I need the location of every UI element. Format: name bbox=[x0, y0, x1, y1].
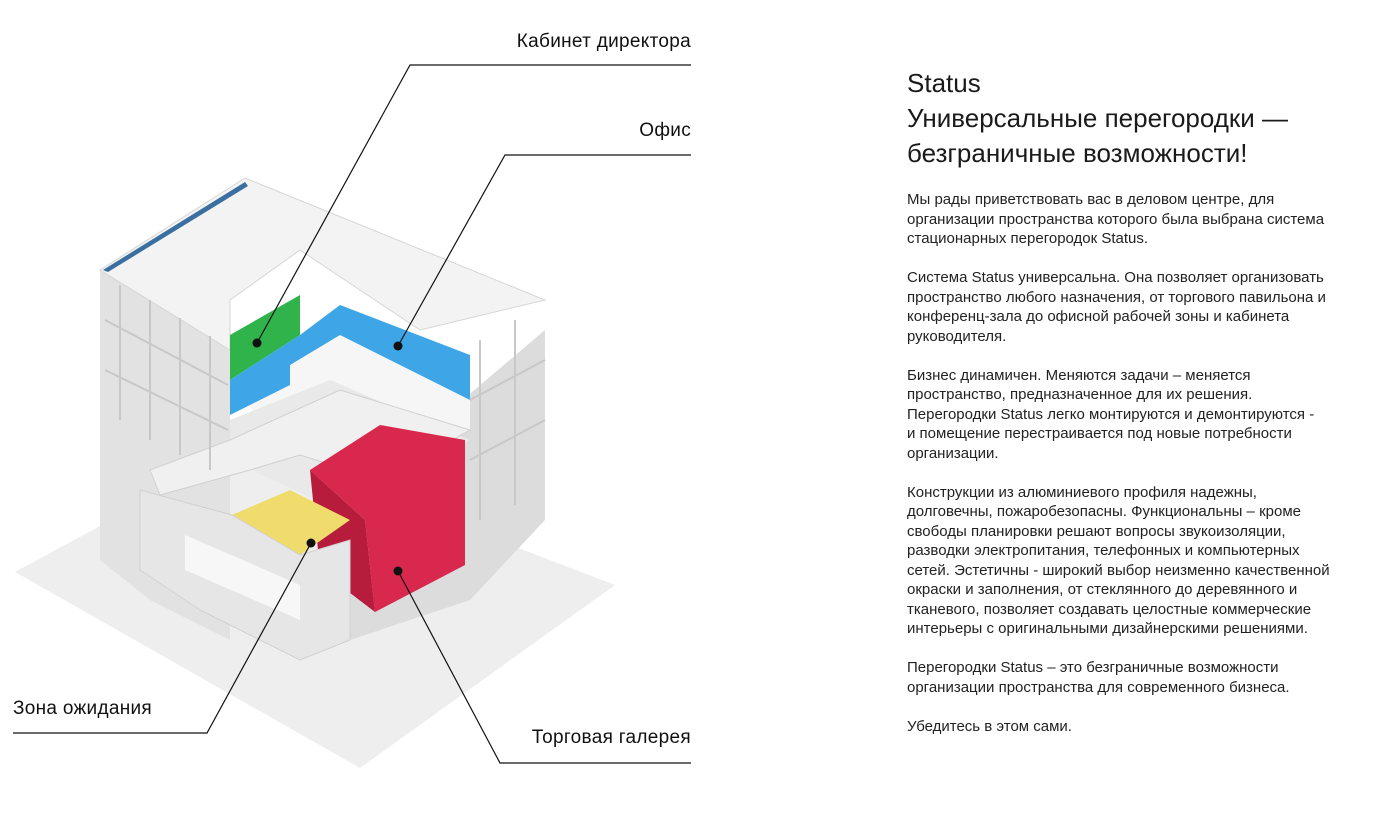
label-office: Офис bbox=[639, 120, 691, 141]
leader-trade-gallery bbox=[397, 570, 691, 764]
paragraph-line: стационарных перегородок Status. bbox=[907, 230, 1149, 247]
paragraph-line: окраски и заполнения, от стеклянного до … bbox=[907, 581, 1298, 598]
marker-dot-waiting-zone bbox=[306, 538, 316, 548]
paragraph-line: долговечны, пожаробезопасны. Функциональ… bbox=[907, 503, 1301, 520]
marker-dot-office bbox=[393, 341, 403, 351]
paragraph-line: интерьеры с оригинальными дизайнерскими … bbox=[907, 620, 1308, 637]
paragraph-line: Конструкции из алюминиевого профиля наде… bbox=[907, 483, 1257, 501]
paragraph-line: Перегородки Status – это безграничные во… bbox=[907, 659, 1279, 676]
paragraph-line: тканевого, позволяет создавать целостные… bbox=[907, 600, 1312, 618]
paragraph-line: Бизнес динамичен. Меняются задачи – меня… bbox=[907, 366, 1251, 384]
marker-dot-director-office bbox=[252, 338, 262, 348]
paragraph-line: разводки электропитания, телефонных и ко… bbox=[907, 542, 1300, 559]
building-cutaway-illustration bbox=[13, 64, 691, 768]
leader-director-office bbox=[256, 64, 691, 344]
paragraph: Система Status универсальна. Она позволя… bbox=[907, 268, 1392, 346]
leader-waiting-zone bbox=[13, 542, 312, 734]
paragraph-line: конференц-зала до офисной рабочей зоны и… bbox=[907, 308, 1290, 325]
paragraph-line: пространство любого назначения, от торго… bbox=[907, 288, 1326, 306]
title-line: безграничные возможности! bbox=[907, 138, 1248, 168]
paragraph-line: сетей. Эстетичны - широкий выбор неизмен… bbox=[907, 561, 1330, 579]
paragraph: Перегородки Status – это безграничные во… bbox=[907, 658, 1392, 697]
title-line: Универсальные перегородки — bbox=[907, 103, 1289, 133]
paragraph-line: Система Status универсальна. Она позволя… bbox=[907, 269, 1324, 286]
leader-office bbox=[397, 154, 691, 347]
paragraph-line: свободы планировки решают вопросы звукои… bbox=[907, 522, 1286, 540]
paragraph-line: организации пространства для современног… bbox=[907, 678, 1290, 696]
paragraph-line: организации пространства которого была в… bbox=[907, 210, 1325, 228]
title-line: Status bbox=[907, 68, 981, 98]
paragraph-line: пространство, предназначенное для их реш… bbox=[907, 386, 1253, 403]
label-trade-gallery: Торговая галерея bbox=[531, 727, 691, 748]
paragraph-line: и помещение перестраивается под новые по… bbox=[907, 425, 1292, 442]
marker-dot-trade-gallery bbox=[393, 566, 403, 576]
paragraph-line: Перегородки Status легко монтируются и д… bbox=[907, 405, 1315, 423]
waiting-zone bbox=[232, 490, 350, 555]
paragraph: Мы рады приветствовать вас в деловом цен… bbox=[907, 190, 1392, 249]
paragraph-line: Мы рады приветствовать вас в деловом цен… bbox=[907, 191, 1275, 208]
trade-gallery-zone bbox=[310, 425, 465, 612]
director-office-zone bbox=[230, 295, 300, 380]
office-zone bbox=[230, 305, 470, 415]
paragraph-line: организации. bbox=[907, 444, 999, 462]
label-waiting-zone: Зона ожидания bbox=[13, 698, 153, 719]
paragraph: Бизнес динамичен. Меняются задачи – меня… bbox=[907, 366, 1392, 464]
paragraph: Конструкции из алюминиевого профиля наде… bbox=[907, 483, 1392, 639]
paragraph-line: Убедитесь в этом сами. bbox=[907, 717, 1072, 735]
label-director-office: Кабинет директора bbox=[516, 31, 691, 52]
paragraph-line: руководителя. bbox=[907, 327, 1007, 345]
paragraph: Убедитесь в этом сами. bbox=[907, 717, 1392, 737]
